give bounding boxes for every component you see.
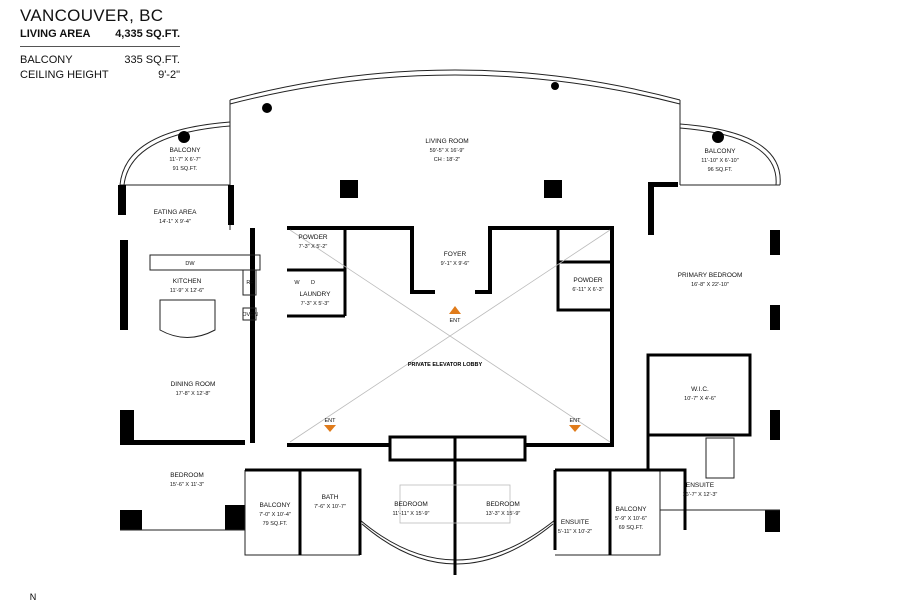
balcony-row: BALCONY 335 SQ.FT. — [20, 54, 180, 66]
room-bedroom: BEDROOM 11'-11" X 15'-9" — [393, 501, 430, 517]
room-name: PRIVATE ELEVATOR LOBBY — [408, 362, 483, 368]
ceiling-label: CEILING HEIGHT — [20, 69, 109, 81]
entry-arrow-icon — [324, 425, 336, 432]
room-area: 79 SQ.FT. — [263, 521, 288, 527]
room-name: LAUNDRY — [300, 291, 332, 298]
room-dimensions: 11'-9" X 12'-6" — [170, 288, 204, 294]
north-label: N — [30, 592, 37, 602]
dryer-label: D — [311, 280, 315, 286]
room-dimensions: 11'-10" X 6'-10" — [701, 158, 738, 164]
room-eating-area: EATING AREA 14'-1" X 9'-4" — [154, 209, 198, 225]
room-area: 91 SQ.FT. — [173, 166, 198, 172]
room-balcony: BALCONY 11'-10" X 6'-10" 96 SQ.FT. — [701, 148, 738, 173]
room-name: KITCHEN — [173, 278, 202, 285]
ceiling-value: 9'-2" — [158, 69, 180, 81]
room-foyer: FOYER 9'-1" X 9'-6" — [441, 251, 470, 267]
room-name: FOYER — [444, 251, 467, 258]
room-balcony: BALCONY 7'-0" X 10'-4" 79 SQ.FT. — [259, 502, 291, 527]
room-name: POWDER — [298, 234, 328, 241]
ceiling-row: CEILING HEIGHT 9'-2" — [20, 69, 180, 81]
room-dimensions: 13'-3" X 15'-9" — [486, 511, 521, 517]
room-primary-bedroom: PRIMARY BEDROOM 16'-8" X 22'-10" — [678, 272, 743, 288]
room-name: BALCONY — [615, 506, 647, 513]
entry-arrow-icon — [569, 425, 581, 432]
entry-label: ENT — [450, 318, 462, 324]
room-laundry: LAUNDRY 7'-3" X 5'-3" — [300, 291, 332, 307]
living-area-label: LIVING AREA — [20, 28, 91, 40]
entry-marker-right: ENT — [569, 418, 581, 432]
divider — [20, 46, 180, 47]
living-area-value: 4,335 SQ.FT. — [115, 28, 180, 40]
entry-arrow-icon — [449, 306, 461, 314]
room-dimensions: 16'-8" X 22'-10" — [691, 282, 729, 288]
room-bedroom: BEDROOM 13'-3" X 15'-9" — [486, 501, 521, 517]
room-name: BALCONY — [169, 147, 201, 154]
property-title: VANCOUVER, BC — [20, 6, 164, 25]
entry-marker-left: ENT — [324, 418, 336, 432]
exterior-walls — [118, 69, 781, 565]
oven-label: OVEN — [242, 312, 258, 318]
washer-label: W — [294, 280, 300, 286]
room-name: EATING AREA — [154, 209, 198, 216]
room-dimensions: 9'-1" X 9'-6" — [441, 261, 470, 267]
room-dimensions: 17'-8" X 12'-8" — [176, 391, 211, 397]
room-name: ENSUITE — [561, 519, 590, 526]
room-name: PRIMARY BEDROOM — [678, 272, 743, 279]
room-dimensions: 5'-9" X 10'-6" — [615, 516, 647, 522]
room-name: ENSUITE — [686, 482, 715, 489]
room-private-elevator-lobby: PRIVATE ELEVATOR LOBBY — [408, 362, 483, 368]
room-balcony: BALCONY 11'-7" X 6'-7" 91 SQ.FT. — [169, 147, 201, 172]
room-powder: POWDER 6'-11" X 6'-3" — [572, 277, 603, 293]
room-w-i-c: W.I.C. 10'-7" X 4'-6" — [684, 386, 716, 402]
room-dimensions: 7'-6" X 10'-7" — [314, 504, 346, 510]
living-area-row: LIVING AREA 4,335 SQ.FT. — [20, 28, 180, 40]
room-bedroom: BEDROOM 15'-6" X 11'-3" — [170, 472, 204, 488]
room-dimensions: 11'-11" X 15'-9" — [393, 511, 430, 517]
room-living-room: LIVING ROOM 59'-5" X 16'-9" CH : 18'-2" — [425, 138, 468, 163]
room-dimensions: 7'-3" X 5'-3" — [301, 301, 330, 307]
room-area: CH : 18'-2" — [434, 157, 461, 163]
room-dimensions: 10'-7" X 4'-6" — [684, 396, 716, 402]
room-dimensions: 7'-0" X 10'-4" — [259, 512, 291, 518]
room-kitchen: KITCHEN 11'-9" X 12'-6" — [170, 278, 204, 294]
room-dimensions: 6'-11" X 6'-3" — [572, 287, 603, 293]
room-dimensions: 15'-6" X 11'-3" — [170, 482, 204, 488]
room-dimensions: 5'-11" X 10'-2" — [558, 529, 592, 535]
room-name: W.I.C. — [691, 386, 709, 393]
interior-walls — [149, 226, 752, 575]
entry-marker-foyer: ENT — [449, 306, 461, 324]
room-name: BATH — [322, 494, 339, 501]
room-area: 96 SQ.FT. — [708, 167, 733, 173]
dishwasher-label: DW — [185, 261, 195, 267]
room-dimensions: 16'-7" X 12'-3" — [683, 492, 718, 498]
room-name: DINING ROOM — [171, 381, 216, 388]
room-dimensions: 59'-5" X 16'-9" — [430, 148, 465, 154]
entry-label: ENT — [325, 418, 337, 424]
room-balcony: BALCONY 5'-9" X 10'-6" 69 SQ.FT. — [615, 506, 647, 531]
room-powder: POWDER 7'-3" X 5'-2" — [298, 234, 328, 250]
room-name: POWDER — [573, 277, 603, 284]
room-bath: BATH 7'-6" X 10'-7" — [314, 494, 346, 510]
room-name: BALCONY — [704, 148, 736, 155]
entry-label: ENT — [570, 418, 582, 424]
room-dimensions: 14'-1" X 9'-4" — [159, 219, 191, 225]
room-ensuite: ENSUITE 5'-11" X 10'-2" — [558, 519, 592, 535]
fridge-label: RF — [246, 280, 254, 286]
room-name: BALCONY — [259, 502, 291, 509]
room-ensuite: ENSUITE 16'-7" X 12'-3" — [683, 482, 718, 498]
room-dining-room: DINING ROOM 17'-8" X 12'-8" — [171, 381, 216, 397]
balcony-label: BALCONY — [20, 54, 73, 66]
room-name: BEDROOM — [486, 501, 520, 508]
room-dimensions: 11'-7" X 6'-7" — [169, 157, 200, 163]
room-dimensions: 7'-3" X 5'-2" — [299, 244, 328, 250]
room-name: BEDROOM — [170, 472, 204, 479]
room-name: LIVING ROOM — [425, 138, 468, 145]
room-name: BEDROOM — [394, 501, 428, 508]
room-area: 69 SQ.FT. — [619, 525, 644, 531]
balcony-value: 335 SQ.FT. — [124, 54, 180, 66]
